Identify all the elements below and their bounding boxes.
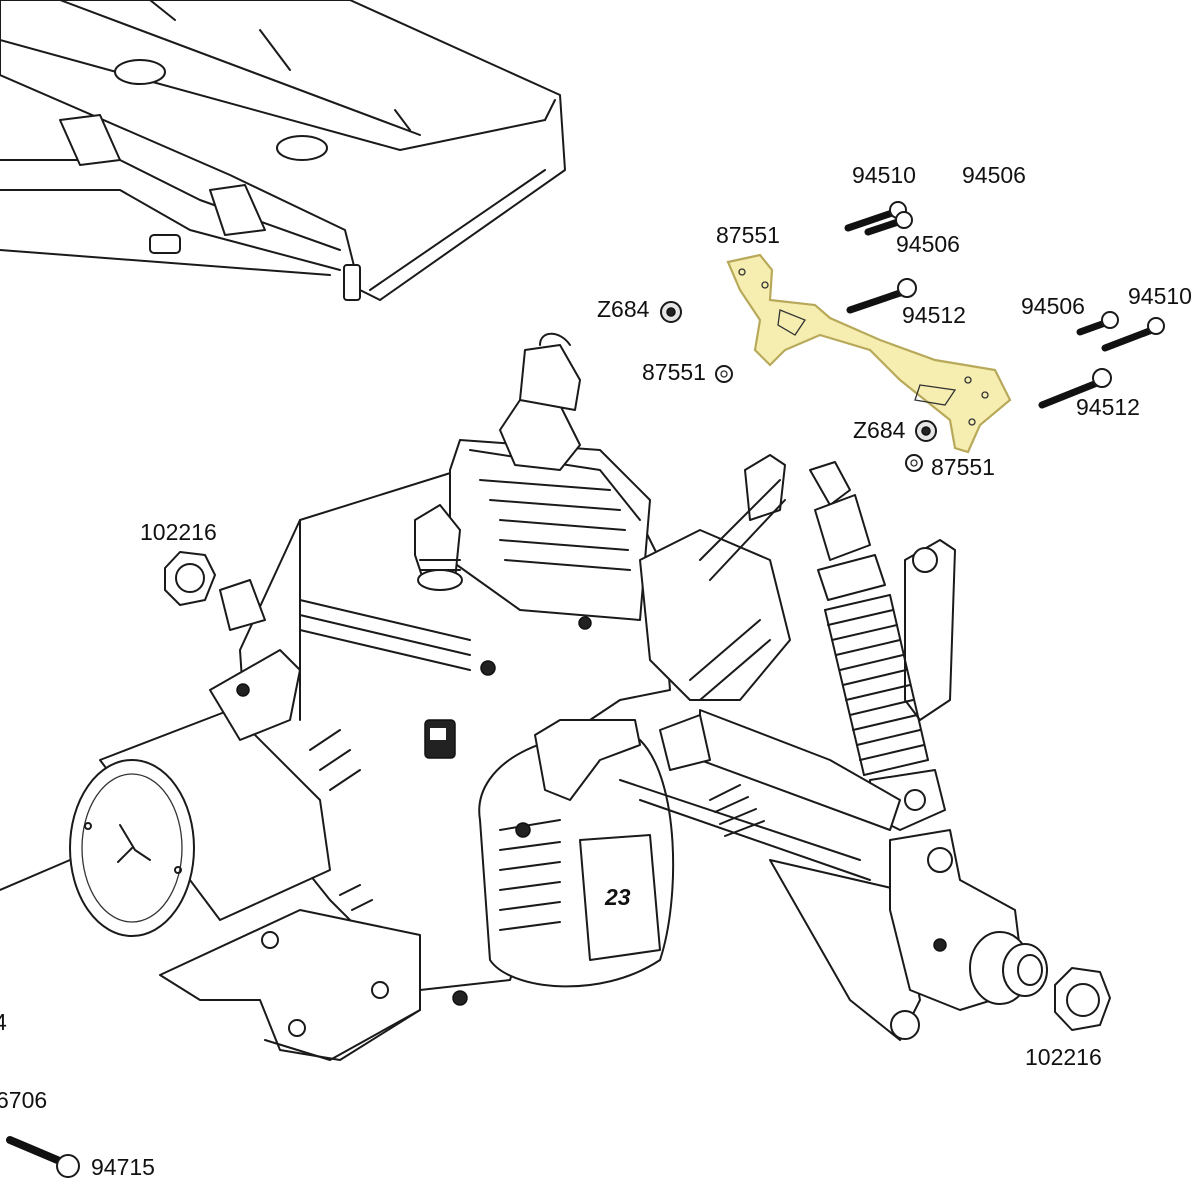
washer-87551-right: [905, 454, 923, 472]
label-94512-right: 94512: [1076, 394, 1140, 420]
engine: 23: [239, 332, 675, 1006]
label-z684-right: Z684: [853, 417, 906, 443]
clutch-drum: [0, 579, 361, 937]
rear-wing: [0, 0, 566, 301]
washer-87551-left: [715, 365, 733, 383]
label-94510-right: 94510: [1128, 283, 1192, 309]
label-z684-left: Z684: [597, 296, 650, 322]
screw-94506-right: [1076, 311, 1119, 336]
label-102216-left: 102216: [140, 519, 217, 545]
engine-badge: 23: [604, 884, 631, 910]
label-94506-right: 94506: [1021, 293, 1085, 319]
label-87551-washer-right: 87551: [931, 454, 995, 480]
nut-102216-right: [1054, 967, 1111, 1031]
label-87551-plate: 87551: [716, 222, 780, 248]
label-6706-partial: 6706: [0, 1087, 47, 1113]
chassis-plate: [159, 884, 421, 1061]
label-94510-top: 94510: [852, 162, 916, 188]
label-94506-mid: 94506: [896, 231, 960, 257]
nut-z684-right: [915, 420, 937, 442]
label-94506-top: 94506: [962, 162, 1026, 188]
label-102216-right: 102216: [1025, 1044, 1102, 1070]
nut-z684-left: [660, 301, 682, 323]
screw-94715: [6, 1136, 80, 1178]
label-94512-left: 94512: [902, 302, 966, 328]
screw-94512-left: [846, 278, 917, 314]
screw-94512-right: [1038, 368, 1112, 409]
label-87551-washer-left: 87551: [642, 359, 706, 385]
label-4-partial: 4: [0, 1009, 7, 1035]
suspension-assembly: [619, 454, 1048, 1041]
nut-102216-left: [164, 551, 216, 606]
screw-94506-top: [864, 211, 913, 236]
shock-tower-plate-87551: [726, 253, 1012, 454]
screw-94510-right: [1101, 317, 1165, 352]
label-94715: 94715: [91, 1154, 155, 1180]
shock-spring: [824, 594, 929, 776]
